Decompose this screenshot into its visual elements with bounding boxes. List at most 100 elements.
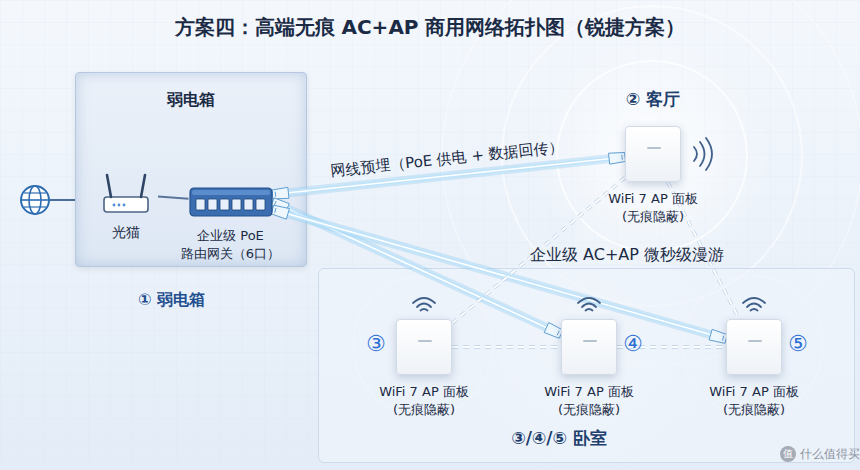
gateway-port — [244, 199, 253, 210]
wifi-arc — [700, 142, 705, 166]
wifi-icon — [739, 295, 769, 315]
roaming-shadow — [452, 345, 561, 348]
gateway-port — [196, 199, 205, 210]
internet-globe — [21, 186, 49, 214]
cable-core — [273, 210, 727, 340]
ap-description: WiFi 7 AP 面板 (无痕隐蔽) — [588, 190, 718, 225]
box-heading: 弱电箱 — [76, 89, 306, 111]
gateway-port — [208, 199, 217, 210]
roaming-note: 企业级 AC+AP 微秒级漫游 — [530, 244, 724, 266]
zone-label: ③/④/⑤ 卧室 — [319, 427, 799, 450]
modem-antenna — [107, 175, 111, 197]
ap-description: WiFi 7 AP 面板 (无痕隐蔽) — [694, 383, 814, 418]
wifi-icon-graphic — [739, 295, 769, 315]
modem-led — [123, 204, 126, 207]
ap-panel — [396, 319, 452, 375]
diagram-title: 方案四：高端无痕 AC+AP 商用网络拓扑图（锐捷方案） — [0, 14, 860, 41]
plug-contacts — [557, 331, 559, 336]
uplink-wire — [158, 196, 189, 198]
gateway-port — [220, 199, 229, 210]
callout-number: ⑤ — [788, 333, 808, 355]
wifi-arc — [421, 309, 428, 311]
wifi-arc — [417, 304, 431, 308]
gateway-port — [256, 199, 265, 210]
wifi-arc — [413, 298, 435, 303]
ap-node: ④ WiFi 7 AP 面板 (无痕隐蔽) — [529, 295, 649, 425]
wifi-arc — [582, 304, 596, 308]
roaming-dash — [452, 346, 561, 348]
ap-description: WiFi 7 AP 面板 (无痕隐蔽) — [529, 383, 649, 418]
ap-node: ② 客厅WiFi 7 AP 面板 (无痕隐蔽) — [588, 88, 718, 228]
ap-node: ⑤ WiFi 7 AP 面板 (无痕隐蔽) — [694, 295, 814, 425]
gateway-body — [190, 188, 272, 216]
cable-glow — [273, 202, 562, 334]
wifi-arc — [747, 304, 761, 308]
globe-equator — [21, 199, 49, 201]
wifi-icon-graphic — [409, 295, 439, 315]
cabinet-box: 弱电箱① 弱电箱光猫企业级 PoE 路由网关（6口） — [75, 72, 307, 267]
watermark-logo: 值 — [780, 446, 796, 462]
gateway-port — [232, 199, 241, 210]
roaming-link — [452, 347, 561, 348]
room-zone: ③/④/⑤ 卧室 ③ WiFi 7 AP 面板 (无痕隐蔽) ④ WiFi 7 AP 面… — [318, 268, 855, 463]
globe-parallel — [24, 206, 46, 207]
ap-panel — [561, 319, 617, 375]
ap-description: WiFi 7 AP 面板 (无痕隐蔽) — [364, 383, 484, 418]
ap-panel — [726, 319, 782, 375]
roaming-dash — [617, 346, 726, 348]
cable-sheath — [273, 202, 562, 334]
wifi-arc — [743, 298, 765, 303]
plug-contacts — [722, 336, 723, 341]
wifi-arc — [694, 147, 697, 161]
gateway-icon — [189, 187, 273, 217]
modem-node: 光猫 — [94, 171, 158, 251]
cable-sheath — [273, 210, 727, 340]
wifi-arc — [578, 298, 600, 303]
wifi-icon — [574, 295, 604, 315]
cable-glow — [273, 210, 727, 340]
wifi-arc — [586, 309, 593, 311]
globe-parallel — [24, 192, 46, 193]
roaming-shadow — [617, 345, 726, 348]
callout-number: ③ — [366, 333, 386, 355]
plug-contacts — [275, 192, 277, 197]
plug-contacts — [621, 155, 623, 160]
panel-logo — [418, 340, 432, 342]
roaming-link — [617, 347, 726, 348]
box-caption: ① 弱电箱 — [138, 289, 205, 311]
wifi-icon — [409, 295, 439, 315]
wifi-waves-graphic — [691, 136, 715, 172]
plug-contacts — [275, 208, 276, 213]
rj45-plug — [272, 187, 289, 199]
rj45-plug — [271, 198, 290, 214]
poe-cable — [271, 205, 727, 343]
wifi-arc — [751, 309, 758, 311]
wifi-icon-graphic — [574, 295, 604, 315]
callout-number: ④ — [623, 333, 643, 355]
wifi-arc — [706, 138, 712, 170]
modem-icon-graphic — [94, 171, 158, 217]
gateway-node: 企业级 PoE 路由网关（6口） — [168, 165, 293, 265]
modem-led — [118, 204, 121, 207]
panel-logo — [647, 147, 661, 149]
ap-node: ③ WiFi 7 AP 面板 (无痕隐蔽) — [364, 295, 484, 425]
rj45-plug — [271, 205, 289, 219]
modem-led — [113, 204, 116, 207]
panel-logo — [748, 340, 762, 342]
gateway-top — [192, 190, 270, 195]
plug-contacts — [274, 201, 276, 206]
modem-icon — [94, 171, 158, 217]
modem-body — [104, 197, 148, 212]
watermark-text: 什么值得买 — [800, 446, 860, 462]
modem-antenna — [141, 175, 145, 197]
device-label: 光猫 — [94, 223, 158, 242]
cable-core — [273, 202, 562, 334]
panel-logo — [583, 340, 597, 342]
wifi-waves — [691, 136, 715, 172]
rj45-plug — [709, 329, 727, 343]
ap-panel — [625, 126, 681, 182]
poe-cable — [271, 198, 563, 338]
